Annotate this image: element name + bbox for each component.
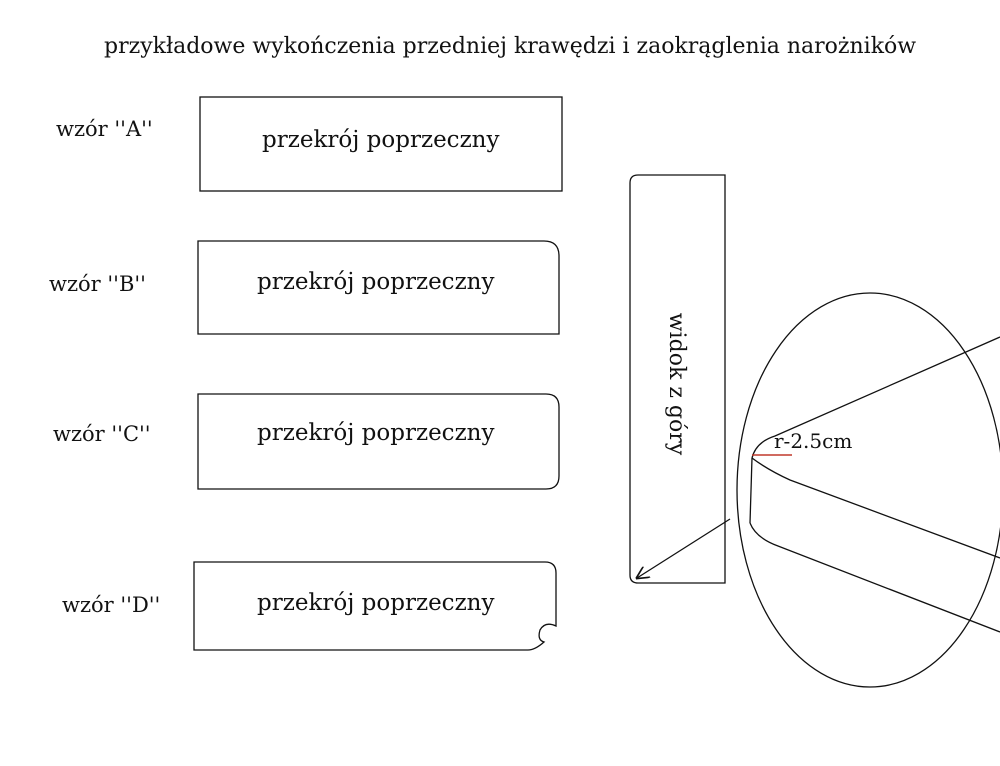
page-title: przykładowe wykończenia przedniej krawęd… (104, 34, 917, 59)
section-label-a: przekrój poprzeczny (262, 127, 500, 153)
top-view-label: widok z góry (664, 312, 689, 456)
pattern-label-b: wzór ''B'' (49, 272, 146, 296)
detail-circle (736, 292, 1000, 688)
detail-corner-line (749, 457, 753, 524)
detail-bottom-edge (749, 522, 1000, 633)
section-label-b: przekrój poprzeczny (257, 269, 495, 295)
radius-label: r-2.5cm (774, 429, 853, 453)
detail-front-edge (751, 457, 1000, 559)
leader-arrow (637, 518, 731, 578)
section-outline-c (197, 393, 560, 490)
section-outline-a (199, 96, 563, 192)
pattern-label-a: wzór ''A'' (56, 117, 153, 141)
pattern-label-d: wzór ''D'' (62, 593, 161, 617)
section-outline-b (197, 240, 560, 335)
top-view-outline (629, 174, 726, 584)
section-outline-d (193, 561, 557, 651)
section-label-c: przekrój poprzeczny (257, 420, 495, 446)
section-label-d: przekrój poprzeczny (257, 590, 495, 616)
pattern-label-c: wzór ''C'' (53, 422, 151, 446)
